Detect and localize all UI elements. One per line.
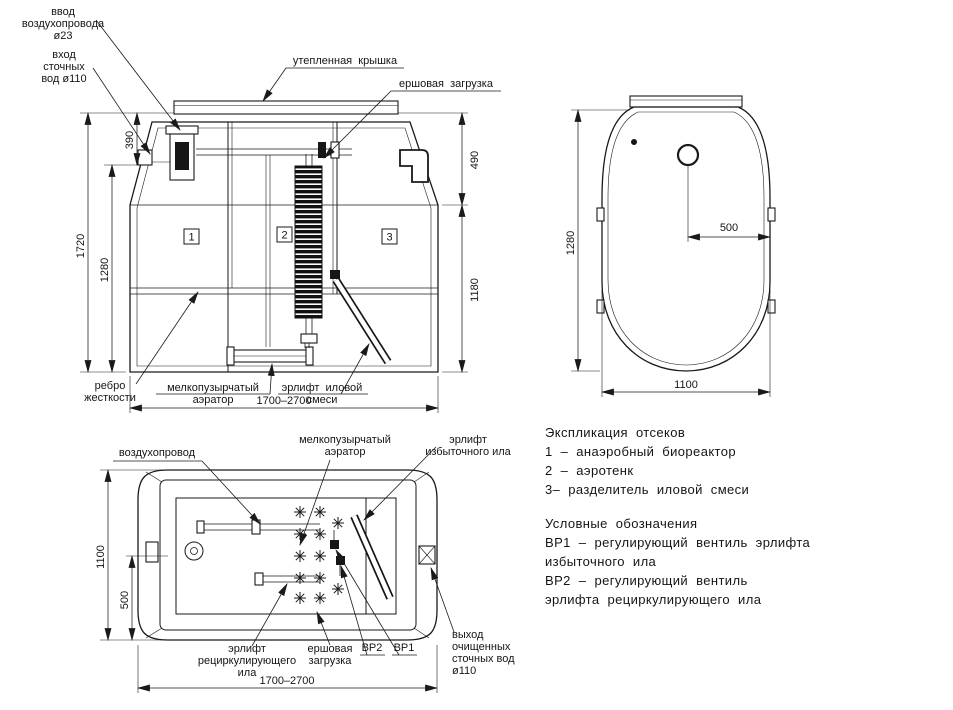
dim-width-plan-label: 1700–2700 — [259, 675, 314, 687]
tank-body — [129, 121, 439, 373]
dim-1280-top-label: 1280 — [565, 231, 577, 255]
dim-width-front-label: 1700–2700 — [256, 395, 311, 407]
plan-view: воздухопровод мелкопузырчатый аэратор эр… — [95, 434, 515, 693]
legend-compartment-2: 2 – аэротенк — [545, 463, 633, 478]
outlet-elbow — [399, 149, 429, 183]
sludge-airlift — [330, 270, 392, 365]
excess-airlift-label-2: избыточного ила — [425, 446, 511, 458]
recirc-airlift-label-3: ила — [238, 667, 258, 679]
compartment-2-number: 2 — [281, 230, 287, 242]
air-inlet-label-2: воздухопровода — [22, 18, 105, 30]
brush-label-plan-1: ершовая — [308, 643, 353, 655]
aerator-label-front-2: аэратор — [193, 394, 234, 406]
recirc-airlift-label-2: рециркулирующего — [198, 655, 296, 667]
compartment-3-number: 3 — [386, 232, 392, 244]
aerator-label-plan-2: аэратор — [325, 446, 366, 458]
dim-1100-top-label: 1100 — [674, 379, 698, 391]
airlift-label-front-2: смеси — [307, 394, 338, 406]
air-inlet-label-3: ø23 — [54, 30, 73, 42]
rib-label-2: жесткости — [84, 392, 136, 404]
legend-compartment-1: 1 – анаэробный биореактор — [545, 444, 736, 459]
insulated-lid — [173, 100, 399, 115]
legend-compartments-title: Экспликация отсеков — [545, 425, 685, 440]
plan-equipment — [145, 505, 436, 605]
brush-media-band — [294, 154, 323, 344]
air-piping — [196, 141, 352, 347]
front-view-labels: ввод воздухопровода ø23 вход сточных вод… — [22, 6, 501, 406]
dim-1100-plan-label: 1100 — [95, 545, 107, 569]
dim-1280-label: 1280 — [99, 258, 111, 282]
outlet-label-1: выход — [452, 629, 484, 641]
airlift-label-front-1: эрлифт иловой — [282, 382, 363, 394]
dim-1180-label: 1180 — [469, 278, 481, 302]
top-oval-view: 500 1280 1100 — [565, 95, 776, 397]
rib-label-1: ребро — [95, 380, 126, 392]
compartment-1-number: 1 — [188, 232, 194, 244]
dim-500-plan-label: 500 — [119, 591, 131, 609]
legend-vr1-line-1: ВР1 – регулирующий вентиль эрлифта — [545, 535, 811, 550]
front-view-dimensions: 1720 1280 390 490 1180 1700–2700 — [75, 111, 481, 413]
inlet-label-1: вход — [52, 49, 76, 61]
outlet-label-3: сточных вод — [452, 653, 515, 665]
plan-outline — [137, 469, 438, 641]
outlet-label-4: ø110 — [452, 665, 476, 677]
oval-lid — [629, 95, 743, 108]
vr2-label: ВР2 — [362, 642, 383, 654]
air-inlet-label-1: ввод — [51, 6, 75, 18]
dim-1720-label: 1720 — [75, 234, 87, 258]
brush-label-plan-2: загрузка — [309, 655, 353, 667]
inlet-label-3: вод ø110 — [41, 73, 86, 85]
legend-compartment-3: 3– разделитель иловой смеси — [545, 482, 749, 497]
vr1-label: ВР1 — [394, 642, 415, 654]
legend-text: Экспликация отсеков 1 – анаэробный биоре… — [545, 425, 811, 607]
inlet-label-2: сточных — [43, 61, 85, 73]
plan-view-dimensions: 1100 500 1700–2700 — [95, 468, 439, 693]
inlet-pipe-assembly — [137, 125, 199, 181]
outlet-label-2: очищенных — [452, 641, 511, 653]
fine-bubble-aerator — [226, 343, 314, 366]
recirc-airlift-label-1: эрлифт — [228, 643, 266, 655]
oval-body — [596, 106, 776, 372]
front-view: 1 2 3 — [22, 6, 501, 413]
excess-airlift-label-1: эрлифт — [449, 434, 487, 446]
dim-390-label: 390 — [124, 131, 136, 149]
legend-vr2-line-2: эрлифта рециркулирующего ила — [545, 592, 762, 607]
dim-490-label: 490 — [469, 151, 481, 169]
brush-label-front: ершовая загрузка — [399, 78, 494, 90]
top-view-dimensions: 500 1280 1100 — [565, 108, 772, 397]
lid-label: утепленная крышка — [293, 55, 398, 67]
compartment-tags: 1 2 3 — [183, 226, 398, 245]
dim-500-top-label: 500 — [720, 222, 738, 234]
aerator-label-plan-1: мелкопузырчатый — [299, 434, 391, 446]
aerator-label-front-1: мелкопузырчатый — [167, 382, 259, 394]
legend-vr1-line-2: избыточного ила — [545, 554, 657, 569]
plan-view-labels: воздухопровод мелкопузырчатый аэратор эр… — [113, 434, 515, 679]
legend-symbols-title: Условные обозначения — [545, 516, 697, 531]
legend-vr2-line-1: ВР2 – регулирующий вентиль — [545, 573, 748, 588]
air-duct-label: воздухопровод — [119, 447, 196, 459]
